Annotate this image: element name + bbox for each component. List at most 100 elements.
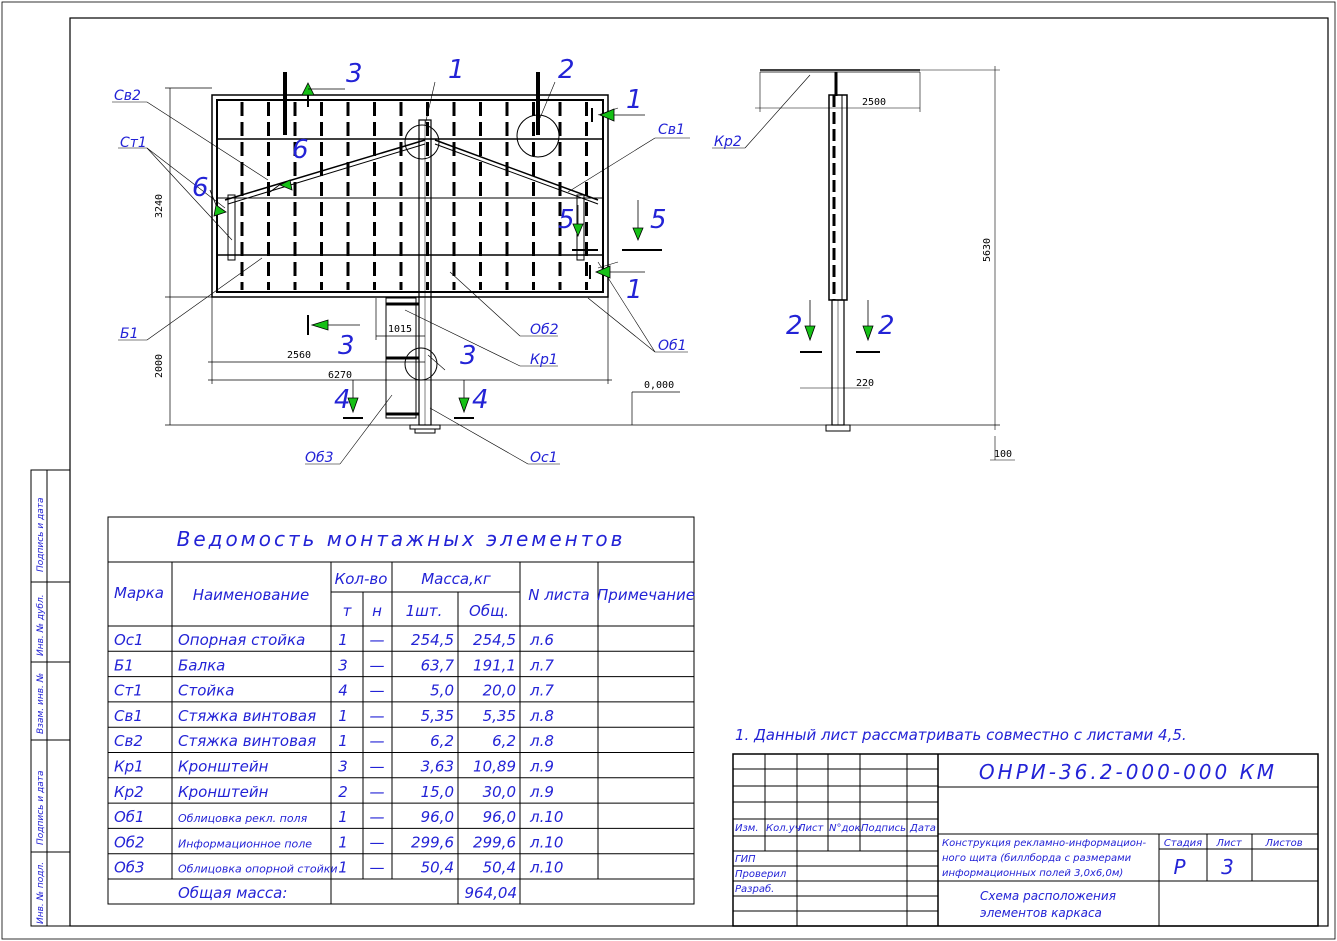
table-cell-name: Стяжка винтовая [178,707,316,725]
table-cell-total: 5,35 [483,707,516,725]
table-cell-total: 191,1 [473,656,516,674]
table-cell-n: — [370,808,385,826]
table-cell-n: — [370,707,385,725]
dim-3240: 3240 [154,194,165,218]
total-label: Общая масса: [178,884,287,902]
callout-kr2: Кр2 [714,134,742,150]
table-cell-n: — [370,631,385,649]
subject-line-2: элементов каркаса [980,906,1102,920]
section-num-3-lower: 3 [338,331,355,361]
section-num-5-right: 5 [650,205,667,235]
table-cell-t: 3 [338,758,348,776]
table-cell-mark: Ос1 [114,631,144,649]
table-cell-one: 3,63 [421,758,454,776]
header-qty: Кол-во [335,570,388,588]
table-cell-mark: Об1 [114,808,145,826]
table-cell-t: 3 [338,656,348,674]
table-cell-mark: Кр2 [114,783,144,801]
table-cell-mark: Св2 [114,732,143,750]
sheet-label: Лист [1215,838,1243,849]
dim-2500: 2500 [862,97,886,108]
section-num-2-right: 2 [878,311,895,341]
side-view [712,66,1015,461]
general-note: 1. Данный лист рассматривать совместно с… [735,726,1187,744]
header-name: Наименование [193,586,310,604]
callout-ob1: Об1 [658,338,687,354]
table-cell-sheet: л.10 [529,859,563,877]
table-cell-one: 5,35 [421,707,454,725]
stage-value: Р [1173,855,1188,879]
table-cell-t: 1 [338,808,348,826]
total-value: 964,04 [465,884,518,902]
elements-table [107,516,695,905]
header-note: Примечание [597,586,695,604]
table-cell-mark: Об3 [114,859,145,877]
table-cell-mark: Об2 [114,833,145,851]
table-cell-n: — [370,783,385,801]
callout-sv2: Св2 [114,88,141,104]
table-cell-name: Балка [178,656,225,674]
header-qty-n: н [372,602,382,620]
stage-label: Стадия [1164,838,1202,849]
header-mass-one: 1шт. [406,602,443,620]
table-cell-sheet: л.8 [529,707,554,725]
table-cell-name: Стойка [178,682,234,700]
table-cell-sheet: л.10 [529,808,563,826]
table-cell-one: 6,2 [430,732,454,750]
title-col-header: N°док. [829,823,864,834]
front-view [112,72,1000,465]
table-cell-total: 6,2 [492,732,516,750]
section-num-1-top: 1 [448,55,465,85]
drawing-code: ОНРИ-36.2-000-000 КМ [979,760,1277,784]
callout-b1: Б1 [120,326,139,342]
table-cell-sheet: л.7 [529,656,554,674]
table-cell-sheet: л.10 [529,833,563,851]
subject-line-1: Схема расположения [980,889,1116,903]
project-line-1: Конструкция рекламно-информацион- [942,838,1146,849]
section-num-4-left: 4 [334,385,351,415]
dim-2000: 2000 [154,354,165,378]
table-cell-one: 63,7 [421,656,455,674]
table-cell-n: — [370,656,385,674]
table-cell-sheet: л.9 [529,758,554,776]
drawing-labels: Св2 Ст1 Б1 Об3 Ос1 Кр1 Об2 Об1 Св1 Кр2 1… [114,55,1012,466]
table-cell-name: Кронштейн [178,758,269,776]
table-cell-mark: Св1 [114,707,143,725]
section-arrows [209,82,880,419]
stamp-sign-date-2: Подпись и дата [36,770,46,845]
table-cell-one: 15,0 [421,783,454,801]
table-cell-total: 96,0 [483,808,516,826]
project-line-3: информационных полей 3,0х6,0м) [942,868,1123,879]
table-cell-t: 1 [338,707,348,725]
table-cell-one: 5,0 [430,682,454,700]
header-mass-total: Общ. [469,602,509,620]
stamp-orig-inv: Инв. № подл. [36,862,46,924]
table-cell-sheet: л.9 [529,783,554,801]
table-cell-t: 1 [338,732,348,750]
table-cell-t: 1 [338,631,348,649]
table-cell-t: 4 [338,682,348,700]
table-cell-name: Опорная стойка [178,631,305,649]
table-cell-name: Стяжка винтовая [178,732,316,750]
dim-1015: 1015 [388,324,412,335]
table-cell-sheet: л.7 [529,682,554,700]
role-checked: Проверил [735,869,787,880]
title-col-header: Подпись [861,823,906,834]
table-cell-total: 254,5 [473,631,516,649]
section-num-3-detail: 3 [460,341,477,371]
dim-100: 100 [994,449,1012,460]
table-cell-name: Кронштейн [178,783,269,801]
table-cell-name: Облицовка рекл. поля [178,812,308,825]
table-cell-n: — [370,732,385,750]
section-num-1-right: 1 [626,85,643,115]
table-cell-total: 299,6 [473,833,516,851]
table-cell-n: — [370,758,385,776]
section-num-6: 6 [292,135,309,165]
level-mark: 0,000 [644,380,674,391]
table-cell-total: 20,0 [483,682,516,700]
table-cell-one: 96,0 [421,808,454,826]
dim-6270: 6270 [328,370,352,381]
table-cell-total: 50,4 [483,859,516,877]
dim-220: 220 [856,378,874,389]
project-line-2: ного щита (биллборда с размерами [942,852,1132,864]
